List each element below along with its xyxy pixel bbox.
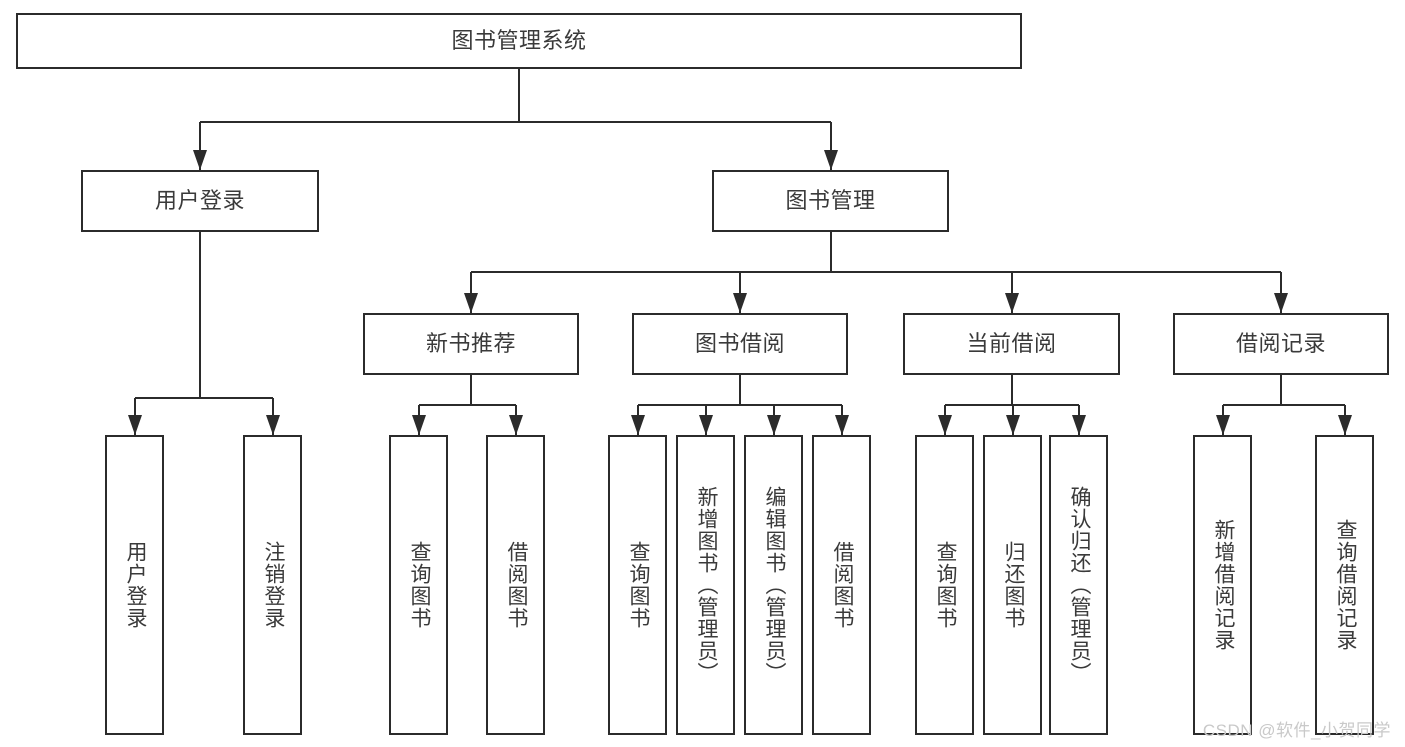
- arrow-icon-leaf-add-book: [699, 415, 713, 435]
- node-label: 新增借阅记录: [1211, 519, 1235, 651]
- arrow-icon-leaf-query-record: [1338, 415, 1352, 435]
- node-label: 用户登录: [123, 541, 147, 629]
- arrow-icon-current-borrow: [1005, 293, 1019, 313]
- node-label: 图书管理: [785, 187, 876, 213]
- node-leaf-add-book[interactable]: 新增图书（管理员）: [676, 435, 735, 735]
- node-leaf-confirm-return[interactable]: 确认归还（管理员）: [1049, 435, 1108, 735]
- node-label: 图书借阅: [694, 330, 785, 356]
- node-root[interactable]: 图书管理系统: [16, 13, 1022, 69]
- node-user-login[interactable]: 用户登录: [81, 170, 319, 232]
- node-label: 归还图书: [1001, 541, 1025, 629]
- node-label: 查询图书: [933, 541, 957, 629]
- node-label: 查询借阅记录: [1333, 519, 1357, 651]
- node-leaf-user-login[interactable]: 用户登录: [105, 435, 164, 735]
- arrow-icon-leaf-user-logout: [266, 415, 280, 435]
- node-leaf-query-book-1[interactable]: 查询图书: [389, 435, 448, 735]
- arrow-icon-new-book-recommend: [464, 293, 478, 313]
- arrow-icon-book-borrow: [733, 293, 747, 313]
- node-leaf-edit-book[interactable]: 编辑图书（管理员）: [744, 435, 803, 735]
- arrow-icon-leaf-add-record: [1216, 415, 1230, 435]
- node-book-manage[interactable]: 图书管理: [712, 170, 949, 232]
- node-label: 新增图书（管理员）: [694, 486, 718, 684]
- node-label: 查询图书: [407, 541, 431, 629]
- arrow-icon-leaf-query-book-3: [938, 415, 952, 435]
- node-leaf-borrow-book-2[interactable]: 借阅图书: [812, 435, 871, 735]
- node-current-borrow[interactable]: 当前借阅: [903, 313, 1120, 375]
- node-label: 编辑图书（管理员）: [762, 486, 786, 684]
- arrow-icon-leaf-query-book-1: [412, 415, 426, 435]
- arrow-icon-leaf-confirm-return: [1072, 415, 1086, 435]
- arrow-icon-leaf-borrow-book-2: [835, 415, 849, 435]
- node-leaf-add-record[interactable]: 新增借阅记录: [1193, 435, 1252, 735]
- node-label: 借阅图书: [830, 541, 854, 629]
- arrow-icon-leaf-edit-book: [767, 415, 781, 435]
- arrow-icon-user-login: [193, 150, 207, 170]
- node-label: 注销登录: [261, 541, 285, 629]
- arrow-icon-borrow-record: [1274, 293, 1288, 313]
- node-borrow-record[interactable]: 借阅记录: [1173, 313, 1389, 375]
- arrow-icon-leaf-query-book-2: [631, 415, 645, 435]
- node-label: 新书推荐: [425, 330, 516, 356]
- node-label: 查询图书: [626, 541, 650, 629]
- node-label: 图书管理系统: [451, 27, 587, 53]
- node-label: 用户登录: [154, 187, 245, 213]
- node-new-book-recommend[interactable]: 新书推荐: [363, 313, 579, 375]
- arrow-icon-leaf-return-book: [1006, 415, 1020, 435]
- node-label: 确认归还（管理员）: [1067, 486, 1091, 684]
- node-leaf-query-book-3[interactable]: 查询图书: [915, 435, 974, 735]
- arrow-icon-leaf-user-login: [128, 415, 142, 435]
- node-leaf-query-book-2[interactable]: 查询图书: [608, 435, 667, 735]
- csdn-watermark: CSDN @软件_小贺同学: [1202, 721, 1391, 740]
- node-leaf-query-record[interactable]: 查询借阅记录: [1315, 435, 1374, 735]
- arrow-icon-book-manage: [824, 150, 838, 170]
- node-book-borrow[interactable]: 图书借阅: [632, 313, 848, 375]
- node-label: 借阅记录: [1235, 330, 1326, 356]
- node-label: 借阅图书: [504, 541, 528, 629]
- node-leaf-user-logout[interactable]: 注销登录: [243, 435, 302, 735]
- node-label: 当前借阅: [966, 330, 1057, 356]
- node-leaf-borrow-book-1[interactable]: 借阅图书: [486, 435, 545, 735]
- arrow-icon-leaf-borrow-book-1: [509, 415, 523, 435]
- node-leaf-return-book[interactable]: 归还图书: [983, 435, 1042, 735]
